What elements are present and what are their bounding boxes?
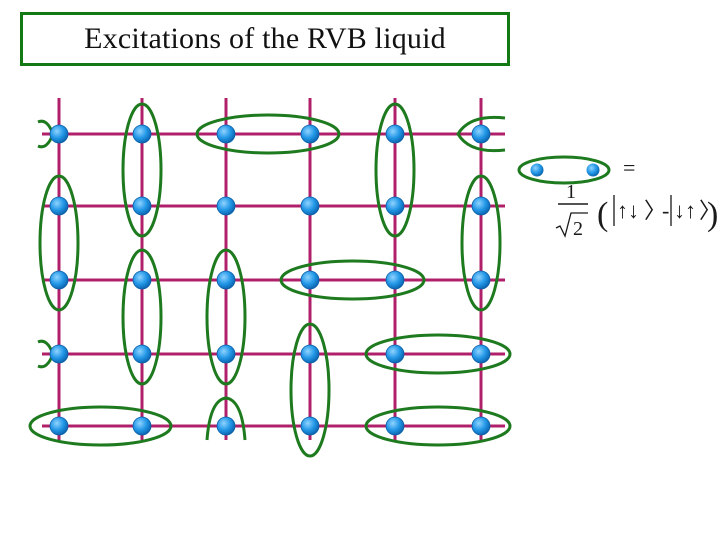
singlet-loop xyxy=(364,405,512,447)
spin-site xyxy=(471,196,491,216)
spin-site xyxy=(132,344,152,364)
spin-site xyxy=(300,416,320,436)
legend-spin-site xyxy=(530,163,544,177)
legend-singlet-loop xyxy=(517,155,611,185)
spin-site xyxy=(132,270,152,290)
slide-title: Excitations of the RVB liquid xyxy=(84,22,446,55)
spin-site xyxy=(49,344,69,364)
singlet-loop xyxy=(374,102,416,238)
singlet-loop xyxy=(205,248,247,386)
spin-site xyxy=(385,196,405,216)
valence-bond-loops xyxy=(28,102,512,458)
legend-coefficient-radicand: 2 xyxy=(573,218,583,240)
spin-site xyxy=(471,344,491,364)
singlet-loop xyxy=(195,113,341,155)
singlet-loop xyxy=(28,405,173,447)
spin-site xyxy=(385,124,405,144)
singlet-loop xyxy=(38,174,80,312)
legend-equals: = xyxy=(623,155,635,180)
legend-state-down-up: ↓↑ xyxy=(674,198,696,223)
spin-site xyxy=(471,416,491,436)
spin-site xyxy=(300,270,320,290)
singlet-loop xyxy=(460,174,502,312)
singlet-legend: = 1 2 ( ↑↓ 〉 - ↓↑ 〉 ) xyxy=(517,155,720,240)
legend-sqrt-sign xyxy=(555,212,588,238)
legend-open-paren: ( xyxy=(597,196,608,233)
lattice-bonds xyxy=(42,98,505,440)
singlet-loop xyxy=(279,259,426,301)
partial-singlet-loop xyxy=(456,115,506,153)
spin-site xyxy=(49,270,69,290)
spin-site xyxy=(216,196,236,216)
spin-sites xyxy=(49,124,491,436)
spin-site xyxy=(216,124,236,144)
spin-site xyxy=(300,124,320,144)
spin-site xyxy=(49,416,69,436)
spin-site xyxy=(49,124,69,144)
singlet-loop xyxy=(121,102,163,238)
legend-ket-close: 〉 xyxy=(699,198,720,223)
spin-site xyxy=(385,270,405,290)
title-box: Excitations of the RVB liquid xyxy=(20,12,510,66)
legend-state-up-down: ↑↓ xyxy=(617,198,639,223)
singlet-loop xyxy=(289,322,331,458)
legend-spin-site xyxy=(586,163,600,177)
singlet-loop xyxy=(121,248,163,386)
legend-ket-close: 〉 xyxy=(644,198,666,223)
spin-site xyxy=(300,196,320,216)
legend-close-paren: ) xyxy=(707,196,718,233)
spin-site xyxy=(216,270,236,290)
spin-site xyxy=(132,124,152,144)
spin-site xyxy=(385,344,405,364)
spin-site xyxy=(471,270,491,290)
legend-minus: - xyxy=(662,198,669,223)
spin-site xyxy=(216,416,236,436)
spin-site xyxy=(385,416,405,436)
legend-coefficient-numerator: 1 xyxy=(566,181,576,203)
singlet-loop xyxy=(364,333,512,375)
spin-site xyxy=(49,196,69,216)
spin-site xyxy=(132,196,152,216)
spin-site xyxy=(300,344,320,364)
partial-singlet-loop xyxy=(205,396,247,441)
spin-site xyxy=(216,344,236,364)
spin-site xyxy=(132,416,152,436)
spin-site xyxy=(471,124,491,144)
